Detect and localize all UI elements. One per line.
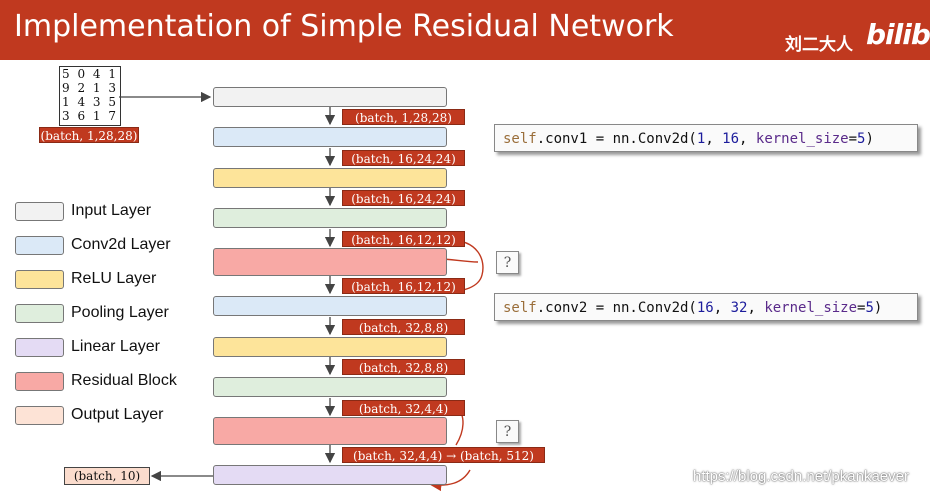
residual-block-2 [213, 417, 447, 445]
legend-label-pooling: Pooling Layer [71, 304, 169, 321]
mnist-input-image: 5 0 4 1 9 2 1 3 1 4 3 5 3 6 1 7 [59, 66, 121, 126]
relu-layer-2 [213, 337, 447, 357]
shape-tag: (batch, 32,8,8) [342, 319, 465, 335]
shape-tag: (batch, 16,12,12) [342, 231, 465, 247]
digit-row: 1 4 3 5 [62, 95, 118, 109]
linear-layer [213, 465, 447, 485]
question-box-residual-1: ? [496, 251, 519, 274]
shape-tag: (batch, 32,4,4) [342, 400, 465, 416]
question-box-residual-2: ? [496, 420, 519, 443]
legend-swatch-relu [15, 270, 64, 289]
watermark: https://blog.csdn.net/pkankaever [693, 468, 909, 485]
shape-tag: (batch, 16,24,24) [342, 190, 465, 206]
code-self: self [503, 131, 537, 147]
code-text: .conv1 = nn.Conv2d( [536, 131, 697, 147]
legend-label-residual: Residual Block [71, 372, 177, 389]
input-layer [213, 87, 447, 107]
code-self: self [503, 300, 537, 316]
legend-label-relu: ReLU Layer [71, 270, 157, 287]
bilibili-logo: bilibili [866, 18, 930, 51]
shape-tag-flatten: (batch, 32,4,4) → (batch, 512) [342, 447, 545, 463]
title-bar: Implementation of Simple Residual Networ… [0, 0, 930, 60]
shape-tag: (batch, 16,12,12) [342, 278, 465, 294]
code-kwarg: kernel_size [764, 300, 858, 316]
legend-swatch-conv2d [15, 236, 64, 255]
code-text: .conv2 = nn.Conv2d( [536, 300, 697, 316]
conv1-code: self.conv1 = nn.Conv2d(1, 16, kernel_siz… [494, 124, 918, 152]
code-kwarg: kernel_size [755, 131, 849, 147]
legend-swatch-residual [15, 372, 64, 391]
legend-label-input: Input Layer [71, 202, 152, 219]
residual-block-1 [213, 248, 447, 276]
digit-row: 9 2 1 3 [62, 81, 118, 95]
digit-row: 3 6 1 7 [62, 109, 118, 123]
code-arg: 16 [722, 131, 740, 147]
input-shape-tag: (batch, 1,28,28) [39, 127, 139, 143]
shape-tag: (batch, 1,28,28) [342, 109, 465, 125]
slide-title: Implementation of Simple Residual Networ… [14, 9, 674, 44]
conv1-layer [213, 127, 447, 147]
digit-row: 5 0 4 1 [62, 67, 118, 81]
conv2-code: self.conv2 = nn.Conv2d(16, 32, kernel_si… [494, 293, 918, 321]
conv2-layer [213, 296, 447, 316]
shape-tag: (batch, 16,24,24) [342, 150, 465, 166]
legend-swatch-input [15, 202, 64, 221]
code-arg: 5 [865, 300, 874, 316]
pooling-layer-2 [213, 377, 447, 397]
legend-swatch-linear [15, 338, 64, 357]
legend-swatch-pooling [15, 304, 64, 323]
output-layer: (batch, 10) [64, 467, 150, 485]
code-arg: 16 [696, 300, 714, 316]
legend-label-output: Output Layer [71, 406, 164, 423]
pooling-layer-1 [213, 208, 447, 228]
legend-swatch-output [15, 406, 64, 425]
legend-label-linear: Linear Layer [71, 338, 160, 355]
author-logo: 刘二大人 [785, 35, 853, 55]
legend-label-conv2d: Conv2d Layer [71, 236, 171, 253]
code-arg: 5 [857, 131, 866, 147]
shape-tag: (batch, 32,8,8) [342, 359, 465, 375]
relu-layer-1 [213, 168, 447, 188]
code-arg: 1 [696, 131, 706, 147]
code-arg: 32 [730, 300, 748, 316]
